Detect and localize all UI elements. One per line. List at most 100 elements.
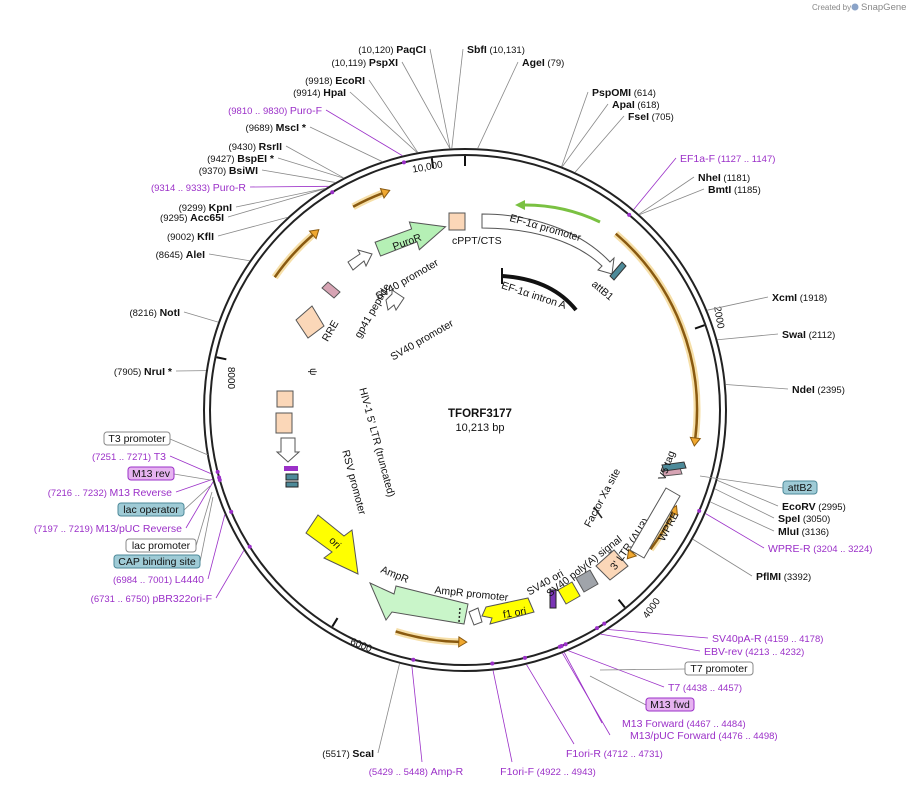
primer-leader-line: [600, 633, 701, 652]
primer-label[interactable]: M13 Forward (4467 .. 4484): [622, 718, 746, 730]
restriction-site-label[interactable]: (9430) RsrII: [229, 141, 283, 153]
restriction-site-label[interactable]: NheI (1181): [698, 172, 750, 184]
primer-leader-line: [169, 455, 212, 474]
feature-box[interactable]: [645, 697, 695, 712]
restriction-site-label[interactable]: (10,120) PaqCI: [358, 44, 426, 56]
site-leader-line: [714, 488, 775, 519]
feature-box[interactable]: [103, 431, 171, 446]
restriction-site-label[interactable]: (9914) HpaI: [293, 87, 346, 99]
restriction-site-label[interactable]: EcoRV (2995): [782, 501, 846, 513]
feature-box[interactable]: [117, 502, 185, 517]
restriction-site-label[interactable]: SbfI (10,131): [467, 44, 525, 56]
primer-label[interactable]: (7216 .. 7232) M13 Reverse: [48, 487, 172, 499]
primer-mark: [557, 644, 562, 649]
primer-label[interactable]: EF1a-F (1127 .. 1147): [680, 153, 775, 165]
primer-leader-line: [249, 185, 329, 188]
site-leader-line: [574, 115, 625, 173]
restriction-site-label[interactable]: (9689) MscI *: [246, 122, 307, 134]
restriction-site-label[interactable]: XcmI (1918): [772, 292, 827, 304]
primer-leader-line: [207, 514, 226, 580]
site-leader-line: [277, 157, 344, 179]
restriction-site-label[interactable]: (9002) KflI: [167, 231, 214, 243]
attb1-marker: [609, 261, 627, 281]
plasmid-length: 10,213 bp: [456, 422, 505, 434]
tick-mark: [216, 356, 227, 361]
feature-box[interactable]: [113, 554, 201, 569]
primer-leader-line: [568, 650, 665, 688]
primer-leader-line: [185, 481, 214, 529]
factor-xa-label: Factor Xa site: [582, 466, 623, 529]
hiv-ltr-label: HIV-1 5' LTR (truncated): [356, 386, 397, 498]
tick-label: 2000: [711, 306, 726, 330]
feature-box[interactable]: [782, 480, 818, 495]
primer-label[interactable]: (7251 .. 7271) T3: [92, 451, 166, 463]
primer-label[interactable]: (9810 .. 9830) Puro-F: [228, 105, 322, 117]
ampr-promoter-arrow: [468, 607, 483, 626]
restriction-site-label[interactable]: MluI (3136): [778, 526, 829, 538]
plasmid-name: TFORF3177: [448, 408, 512, 420]
primer-leader-line: [175, 479, 213, 493]
primer-label[interactable]: WPRE-R (3204 .. 3224): [768, 543, 872, 555]
restriction-site-label[interactable]: (9299) KpnI: [179, 202, 233, 214]
restriction-site-label[interactable]: (8216) NotI: [129, 307, 180, 319]
restriction-site-label[interactable]: PspOMI (614): [592, 87, 656, 99]
primer-label[interactable]: F1ori-R (4712 .. 4731): [566, 748, 663, 760]
orf-arrowhead: [379, 187, 391, 199]
restriction-site-label[interactable]: SwaI (2112): [782, 329, 835, 341]
feature-box[interactable]: [684, 661, 754, 676]
site-leader-line: [561, 103, 609, 167]
primer-label[interactable]: M13/pUC Forward (4476 .. 4498): [630, 730, 778, 742]
site-leader-line: [261, 169, 336, 183]
restriction-site-label[interactable]: BmtI (1185): [708, 184, 761, 196]
restriction-site-label[interactable]: FseI (705): [628, 111, 674, 123]
primer-label[interactable]: (5429 .. 5448) Amp-R: [369, 766, 464, 778]
feature-box[interactable]: [125, 538, 197, 553]
restriction-site-label[interactable]: SpeI (3050): [778, 513, 830, 525]
restriction-site-label[interactable]: AgeI (79): [522, 57, 564, 69]
ltr3-box: [595, 549, 629, 581]
factor-xa-marker: [593, 506, 603, 519]
restriction-site-label[interactable]: (7905) NruI *: [114, 366, 173, 378]
sv40-promoter-2-arrow: [385, 289, 405, 312]
lac-operator-marker: [285, 473, 299, 481]
restriction-site-label[interactable]: (9295) Acc65I: [160, 212, 224, 224]
restriction-site-label[interactable]: NdeI (2395): [792, 384, 845, 396]
restriction-site-label[interactable]: PflMI (3392): [756, 571, 811, 583]
feature-box-label: attB2: [788, 482, 813, 494]
primer-mark: [401, 160, 406, 165]
attb2-marker: [661, 461, 687, 472]
restriction-site-label[interactable]: ApaI (618): [612, 99, 660, 111]
restriction-site-label[interactable]: (8645) AleI: [156, 249, 205, 261]
primer-label[interactable]: (9314 .. 9333) Puro-R: [151, 182, 246, 194]
restriction-site-label[interactable]: (9427) BspEI *: [207, 153, 275, 165]
feature-box-label: lac operator: [123, 504, 179, 516]
primer-label[interactable]: (6984 .. 7001) L4440: [113, 574, 204, 586]
site-leader-line: [183, 311, 219, 323]
restriction-site-label[interactable]: (5517) ScaI: [322, 748, 374, 760]
primer-label[interactable]: T7 (4438 .. 4457): [668, 682, 742, 694]
feature-box[interactable]: [127, 466, 175, 481]
restriction-site-label[interactable]: (10,119) PspXI: [331, 57, 398, 69]
primer-label[interactable]: F1ori-F (4922 .. 4943): [500, 766, 596, 778]
box-leader-line: [599, 668, 686, 671]
primer-label[interactable]: (6731 .. 6750) pBR322ori-F: [91, 593, 212, 605]
restriction-site-label[interactable]: (9370) BsiWI: [199, 165, 258, 177]
primer-mark: [247, 544, 252, 549]
orf-arrowhead: [689, 436, 702, 447]
primer-label[interactable]: (7197 .. 7219) M13/pUC Reverse: [34, 523, 182, 535]
ef1a-green-arrow: [524, 203, 601, 224]
backbone-inner-ring: [209, 154, 721, 666]
site-leader-line: [638, 176, 695, 215]
site-leader-line: [451, 48, 464, 149]
primer-label[interactable]: SV40pA-R (4159 .. 4178): [712, 633, 823, 645]
sv40-promoter-1-arrow: [347, 249, 373, 271]
restriction-site-label[interactable]: (9918) EcoRI: [305, 75, 365, 87]
primer-mark: [595, 626, 600, 631]
primer-label[interactable]: EBV-rev (4213 .. 4232): [704, 646, 804, 658]
site-leader-line: [217, 217, 288, 237]
primer-leader-line: [563, 652, 603, 724]
box-leader-line: [183, 485, 211, 511]
tick-label: 8000: [225, 367, 236, 390]
primer-mark: [215, 469, 220, 474]
